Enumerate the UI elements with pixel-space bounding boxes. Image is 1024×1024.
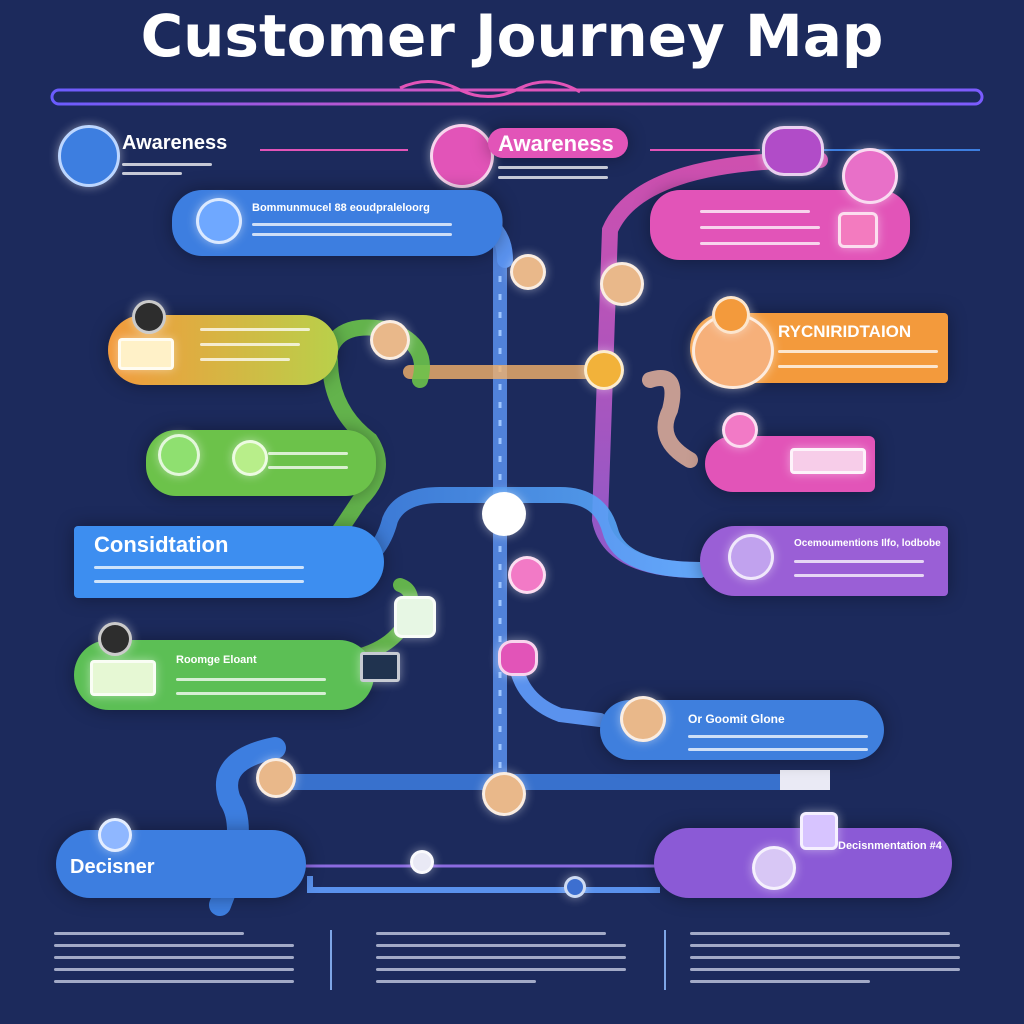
header-stage-text xyxy=(498,176,608,179)
header-stage-pill xyxy=(488,128,628,158)
badge-top-right xyxy=(762,126,824,176)
note-icon xyxy=(752,846,796,890)
legend-text-line xyxy=(122,172,182,175)
footer-line xyxy=(54,968,294,971)
row-text-line xyxy=(200,328,310,331)
spine-node xyxy=(510,254,546,290)
legend-text-line xyxy=(122,163,212,166)
row-text-line xyxy=(794,574,924,577)
page-title: Customer Journey Map xyxy=(140,2,884,70)
footer-divider xyxy=(664,930,666,990)
spine-node xyxy=(600,262,644,306)
spine-node xyxy=(482,492,526,536)
persona-avatar xyxy=(232,440,268,476)
stage-decision-right-label: Decisnmentation #4 xyxy=(838,840,942,852)
persona-avatar xyxy=(158,434,200,476)
spine-node xyxy=(370,320,410,360)
header-stage-label: Awareness xyxy=(498,131,614,156)
row-decision xyxy=(56,830,306,898)
footer-line xyxy=(690,980,870,983)
row-text-line xyxy=(94,580,304,583)
row-text-line xyxy=(268,452,348,455)
row-text-line xyxy=(200,343,300,346)
header-stage-text xyxy=(498,166,608,169)
note-icon xyxy=(118,338,174,370)
persona-avatar xyxy=(800,812,838,850)
row-text-line xyxy=(200,358,290,361)
footer-line xyxy=(376,944,626,947)
footer-line xyxy=(54,956,294,959)
bar-decision xyxy=(280,774,820,790)
spine-node xyxy=(712,296,750,334)
row-text-line xyxy=(176,692,326,695)
legend-label: Awareness xyxy=(122,132,228,154)
persona-avatar xyxy=(728,534,774,580)
row-text-line xyxy=(778,365,938,368)
row-text-line xyxy=(252,223,452,226)
footer-divider xyxy=(330,930,332,990)
row-text-line xyxy=(94,566,304,569)
spine-node xyxy=(508,556,546,594)
persona-avatar xyxy=(196,198,242,244)
row-green-lower-label: Roomge Eloant xyxy=(176,654,257,666)
spine-node xyxy=(256,758,296,798)
note-icon xyxy=(790,448,866,474)
connector-blue-bottom xyxy=(307,876,660,893)
footer-line xyxy=(54,980,294,983)
note-icon xyxy=(394,596,436,638)
spine-node xyxy=(584,350,624,390)
persona-avatar xyxy=(132,300,166,334)
row-text-line xyxy=(700,242,820,245)
row-purple-label: Ocemoumentions Ilfo, lodbobe xyxy=(794,538,941,549)
stage-decision-label: Decisner xyxy=(70,856,155,878)
row-text-line xyxy=(700,210,810,213)
header-stage-icon xyxy=(430,124,494,188)
branch-blue xyxy=(332,487,708,583)
row-text-line xyxy=(700,226,820,229)
row-text-line xyxy=(688,748,868,751)
spine-node xyxy=(498,640,538,676)
footer-line xyxy=(690,932,950,935)
footer-line xyxy=(690,968,960,971)
persona-avatar xyxy=(620,696,666,742)
footer-line xyxy=(54,932,244,935)
icon-heart xyxy=(838,212,878,248)
badge-pink xyxy=(842,148,898,204)
stage-recognition-label: RYCNIRIDTAION xyxy=(778,322,912,341)
row-text-line xyxy=(794,560,924,563)
row-text-line xyxy=(176,678,326,681)
footer-line xyxy=(54,944,294,947)
spine-node xyxy=(482,772,526,816)
row-text-line xyxy=(778,350,938,353)
spine-node xyxy=(564,876,586,898)
device-icon xyxy=(360,652,400,682)
row-consideration xyxy=(74,526,384,598)
footer-line xyxy=(690,944,960,947)
title-underline xyxy=(50,88,984,106)
footer-line xyxy=(690,956,960,959)
row-blue-lower-label: Or Goomit Glone xyxy=(688,712,785,726)
row-text-line xyxy=(688,735,868,738)
note-icon xyxy=(90,660,156,696)
title-flourish xyxy=(399,79,581,99)
bar-end-tag xyxy=(780,770,830,790)
footer-line xyxy=(376,968,626,971)
persona-avatar xyxy=(98,622,132,656)
footer-line xyxy=(376,980,536,983)
stage-consideration-label: Considtation xyxy=(94,532,229,557)
row-top-blue-label: Bommunmucel 88 eoudpraleloorg xyxy=(252,202,430,214)
row-text-line xyxy=(252,233,452,236)
spine-node xyxy=(410,850,434,874)
persona-avatar xyxy=(98,818,132,852)
legend-icon xyxy=(58,125,120,187)
curve-peach xyxy=(642,370,698,468)
row-text-line xyxy=(268,466,348,469)
persona-avatar xyxy=(722,412,758,448)
footer-line xyxy=(376,956,626,959)
footer-line xyxy=(376,932,606,935)
